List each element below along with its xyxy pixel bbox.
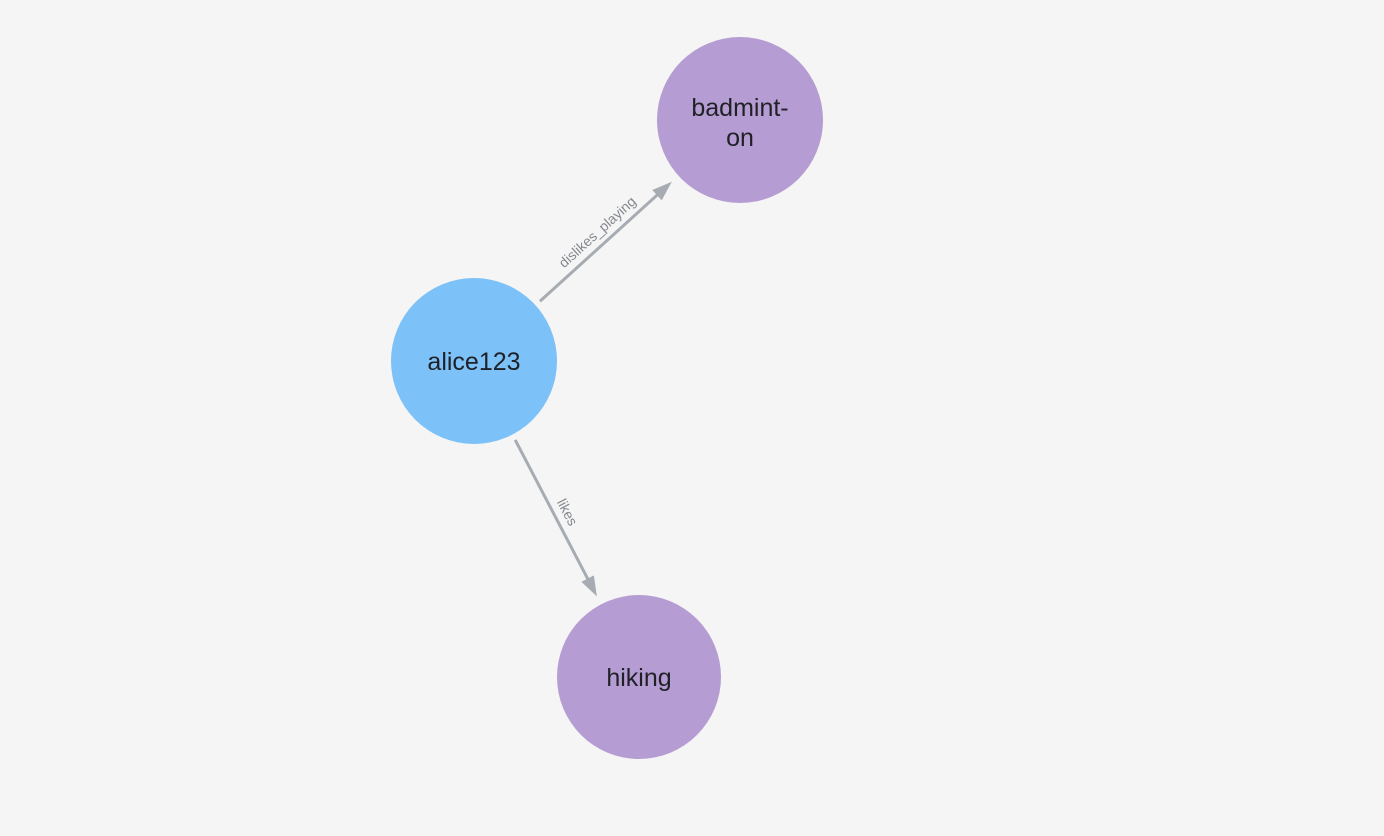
node-circle[interactable] [657, 37, 823, 203]
edge-label: dislikes_playing [555, 193, 638, 271]
arrowhead-icon [652, 181, 672, 201]
node-circle[interactable] [391, 278, 557, 444]
edge-label-group: dislikes_playing [555, 193, 638, 271]
node-badminton[interactable]: badmint-on [657, 37, 823, 203]
node-circle[interactable] [557, 595, 721, 759]
edge-dislikes-playing[interactable]: dislikes_playing [538, 181, 672, 303]
edge-line [513, 439, 592, 585]
edge-line [538, 190, 663, 303]
node-alice123[interactable]: alice123 [391, 278, 557, 444]
edge-likes[interactable]: likes [513, 439, 597, 597]
node-hiking[interactable]: hiking [557, 595, 721, 759]
arrowhead-icon [581, 575, 597, 597]
nodes-layer: alice123 badmint-on hiking [391, 37, 823, 759]
